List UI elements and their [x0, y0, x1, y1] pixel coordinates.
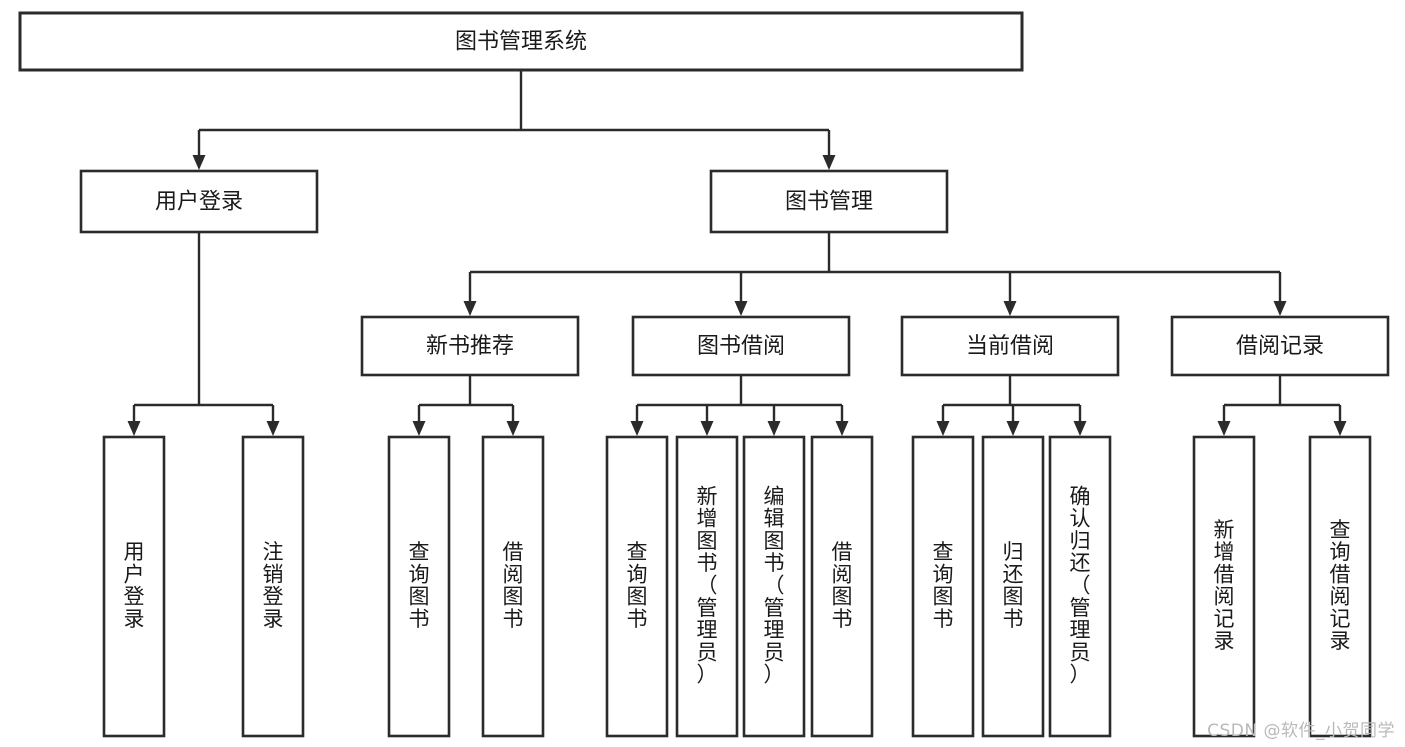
node-l2-0[interactable]: 用户登录 [79, 169, 319, 234]
node-label: 注销登录 [263, 540, 284, 631]
node-l3-3[interactable]: 借阅记录 [1170, 315, 1390, 377]
arrow-head-icon [767, 421, 781, 436]
node-leaf-3[interactable]: 借阅图书 [481, 435, 545, 738]
node-box[interactable] [900, 315, 1120, 377]
arrow-head-icon [1217, 421, 1231, 436]
node-box[interactable] [1192, 435, 1256, 738]
arrow-head-icon [127, 421, 141, 436]
node-label: 新增借阅记录 [1214, 518, 1235, 653]
node-leaf-7[interactable]: 借阅图书 [810, 435, 874, 738]
node-leaf-1[interactable]: 注销登录 [241, 435, 305, 738]
node-box[interactable] [387, 435, 451, 738]
node-leaf-5[interactable]: 新增图书（管理员） [675, 435, 739, 738]
node-box[interactable] [1048, 435, 1112, 738]
node-box[interactable] [675, 435, 739, 738]
node-box[interactable] [18, 11, 1024, 72]
node-label: 确认归还（管理员） [1070, 484, 1091, 686]
node-box[interactable] [981, 435, 1045, 738]
node-box[interactable] [911, 435, 975, 738]
node-box[interactable] [481, 435, 545, 738]
arrow-head-icon [463, 301, 477, 316]
node-box[interactable] [605, 435, 669, 738]
node-l3-2[interactable]: 当前借阅 [900, 315, 1120, 377]
node-label: 用户登录 [155, 190, 243, 215]
node-box[interactable] [241, 435, 305, 738]
node-l3-1[interactable]: 图书借阅 [631, 315, 851, 377]
node-label: 图书管理系统 [455, 30, 587, 55]
node-leaf-8[interactable]: 查询图书 [911, 435, 975, 738]
node-leaf-4[interactable]: 查询图书 [605, 435, 669, 738]
arrow-head-icon [835, 421, 849, 436]
arrow-head-icon [192, 155, 206, 170]
node-label: 新书推荐 [426, 334, 514, 359]
arrow-head-icon [412, 421, 426, 436]
node-label: 查询图书 [409, 540, 430, 631]
arrow-head-icon [936, 421, 950, 436]
arrow-head-icon [700, 421, 714, 436]
node-box[interactable] [1308, 435, 1372, 738]
arrow-head-icon [734, 301, 748, 316]
node-box[interactable] [742, 435, 806, 738]
arrow-head-icon [1273, 301, 1287, 316]
node-l2-1[interactable]: 图书管理 [709, 169, 949, 234]
node-leaf-12[interactable]: 查询借阅记录 [1308, 435, 1372, 738]
node-leaf-9[interactable]: 归还图书 [981, 435, 1045, 738]
node-box[interactable] [709, 169, 949, 234]
node-label: 借阅图书 [832, 540, 853, 631]
node-label: 当前借阅 [966, 334, 1054, 359]
node-label: 归还图书 [1003, 540, 1024, 631]
node-l3-0[interactable]: 新书推荐 [360, 315, 580, 377]
arrow-head-icon [1073, 421, 1087, 436]
node-box[interactable] [810, 435, 874, 738]
node-leaf-6[interactable]: 编辑图书（管理员） [742, 435, 806, 738]
node-leaf-11[interactable]: 新增借阅记录 [1192, 435, 1256, 738]
node-label: 查询图书 [933, 540, 954, 631]
node-box[interactable] [631, 315, 851, 377]
arrow-head-icon [1003, 301, 1017, 316]
node-layer: 图书管理系统用户登录图书管理新书推荐图书借阅当前借阅借阅记录用户登录注销登录查询… [18, 11, 1390, 738]
node-box[interactable] [1170, 315, 1390, 377]
node-leaf-0[interactable]: 用户登录 [102, 435, 166, 738]
node-box[interactable] [102, 435, 166, 738]
arrow-head-icon [1333, 421, 1347, 436]
node-label: 编辑图书（管理员） [764, 484, 785, 686]
arrow-head-icon [822, 155, 836, 170]
node-label: 用户登录 [124, 540, 145, 631]
node-label: 图书借阅 [697, 334, 785, 359]
node-leaf-2[interactable]: 查询图书 [387, 435, 451, 738]
arrow-head-icon [1006, 421, 1020, 436]
node-label: 新增图书（管理员） [697, 484, 718, 686]
node-root-0[interactable]: 图书管理系统 [18, 11, 1024, 72]
node-box[interactable] [79, 169, 319, 234]
node-label: 图书管理 [785, 190, 873, 215]
node-label: 查询借阅记录 [1330, 518, 1351, 653]
node-label: 借阅图书 [503, 540, 524, 631]
node-label: 查询图书 [627, 540, 648, 631]
connector-layer [127, 70, 1347, 436]
arrow-head-icon [506, 421, 520, 436]
arrow-head-icon [266, 421, 280, 436]
arrow-head-icon [630, 421, 644, 436]
node-label: 借阅记录 [1236, 334, 1324, 359]
node-leaf-10[interactable]: 确认归还（管理员） [1048, 435, 1112, 738]
node-box[interactable] [360, 315, 580, 377]
